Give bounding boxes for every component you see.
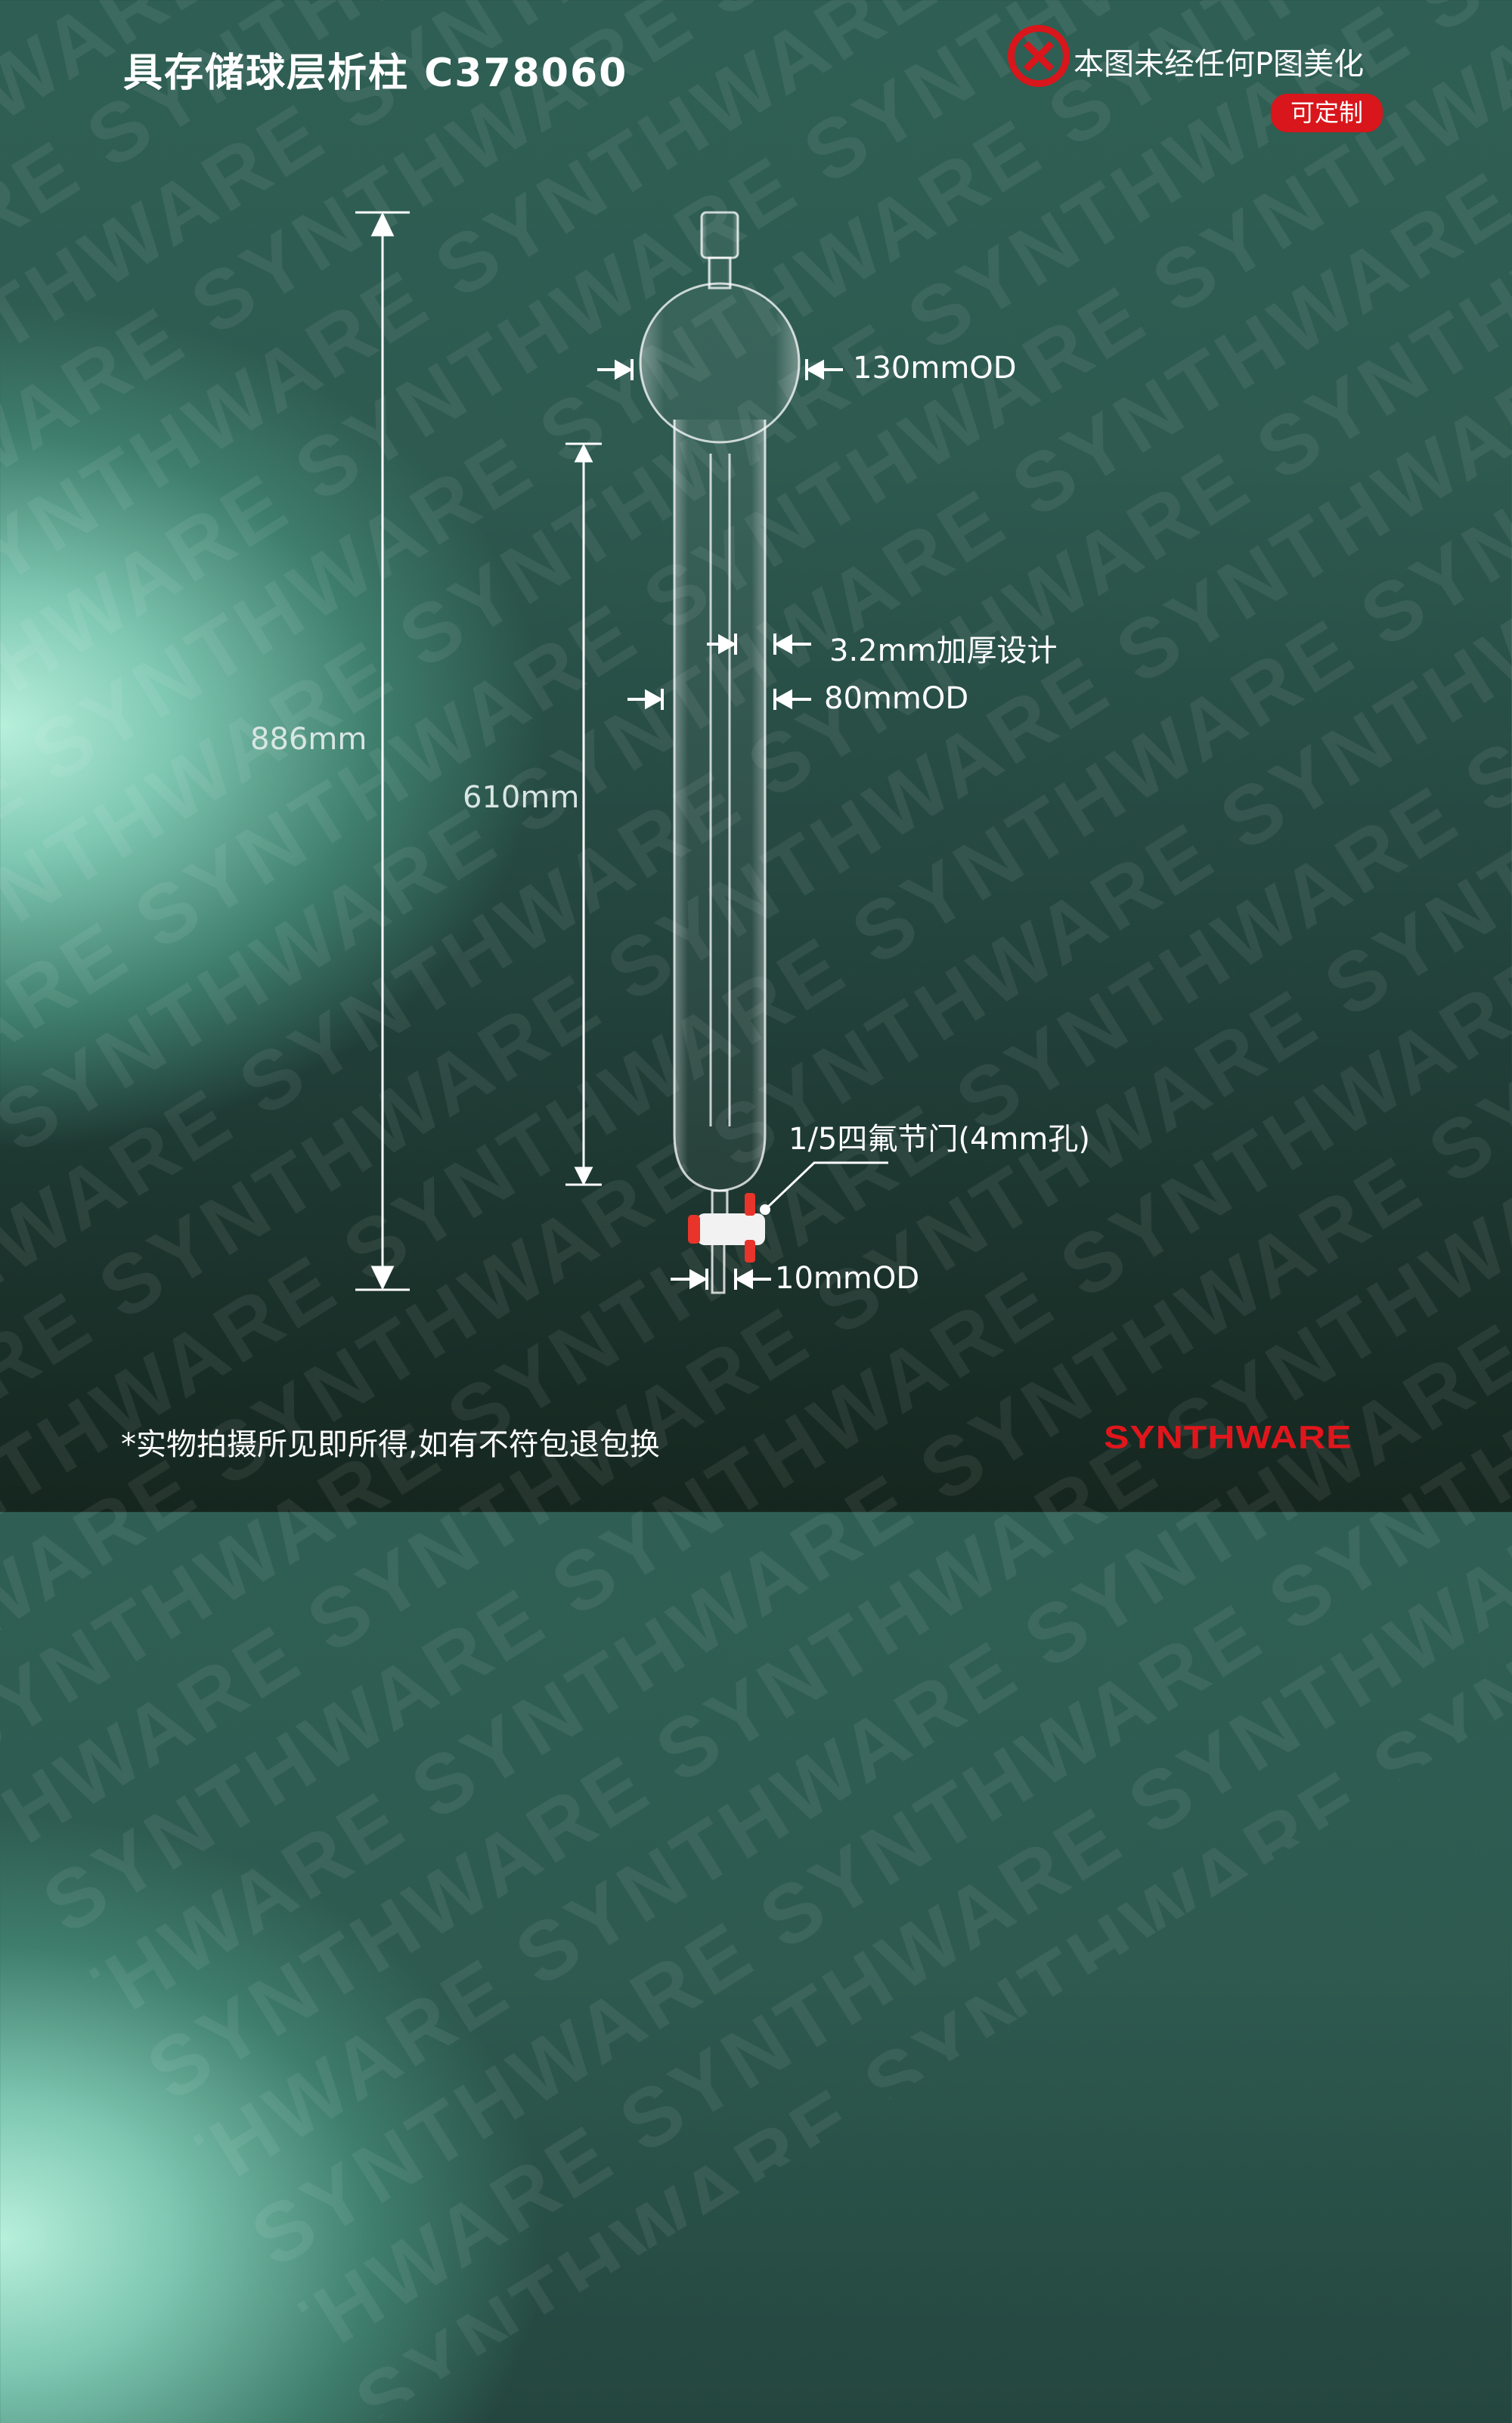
footer-note: *实物拍摄所见即所得,如有不符包退包换 — [121, 1427, 660, 1462]
od-arrows — [597, 359, 843, 1290]
bulb-od-label: 130mmOD — [853, 351, 1017, 386]
brand-logo: SYNTHWARE — [1104, 1419, 1352, 1455]
customizable-badge: 可定制 — [1271, 94, 1383, 132]
total-height-label: 886mm — [250, 722, 367, 757]
page-title: 具存储球层析柱 C378060 — [123, 51, 628, 96]
stopcock-label: 1/5四氟节门(4mm孔) — [789, 1122, 1090, 1157]
product-drawing — [355, 211, 888, 1294]
chromatography-column — [639, 211, 801, 1294]
outlet-od-label: 10mmOD — [775, 1261, 920, 1296]
column-length-dimension — [565, 442, 602, 1186]
no-retouch-notice: 本图未经任何P图美化 — [1074, 47, 1365, 82]
column-length-label: 610mm — [463, 780, 580, 815]
column-od-label: 80mmOD — [824, 681, 969, 716]
no-retouch-x-icon — [1008, 25, 1070, 87]
total-height-dimension — [355, 211, 410, 1291]
stopcock-leader — [760, 1161, 888, 1215]
ptfe-stopcock — [688, 1193, 765, 1263]
wall-thickness-label: 3.2mm加厚设计 — [829, 634, 1058, 668]
